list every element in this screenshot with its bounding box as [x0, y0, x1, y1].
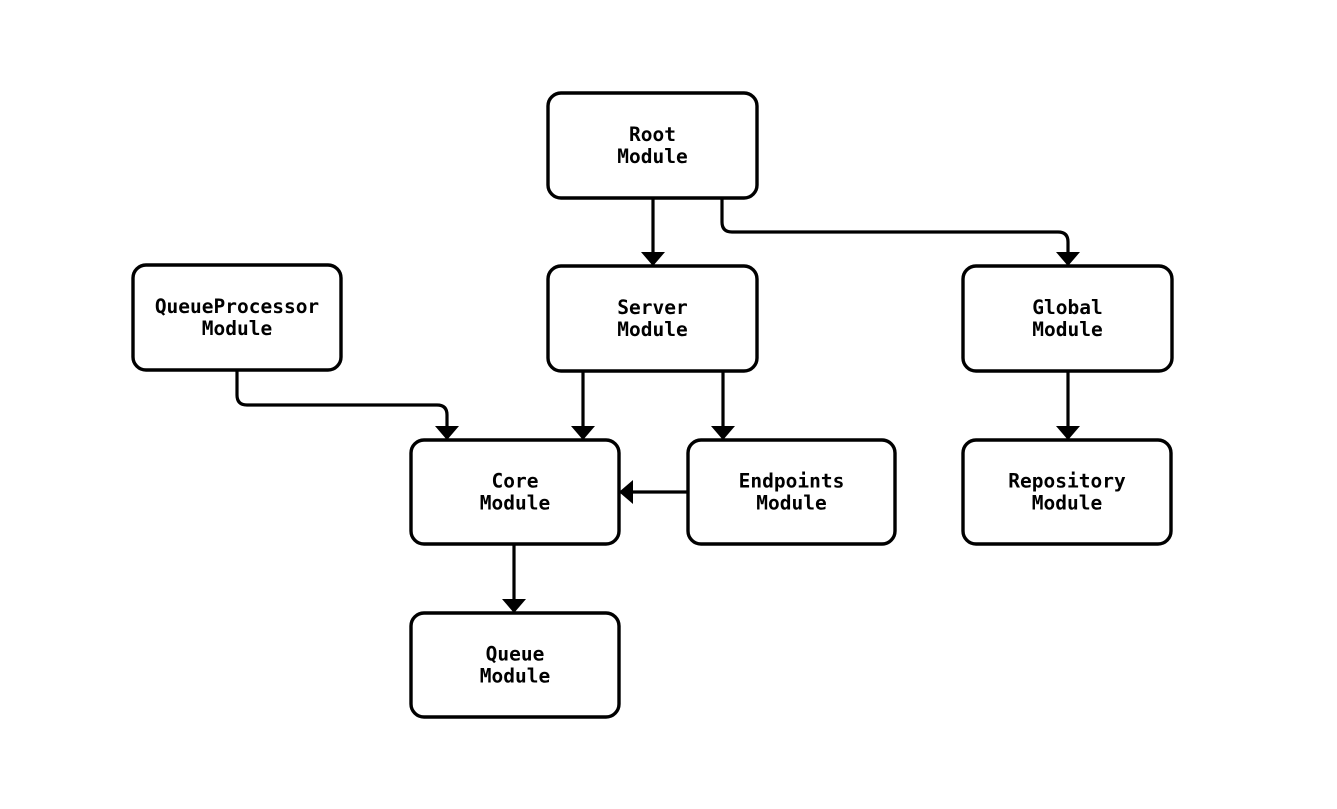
- node-label-line: Module: [202, 317, 272, 340]
- node-label-line: Endpoints: [739, 470, 845, 493]
- node-label-line: Module: [756, 492, 826, 515]
- node-label-line: Module: [480, 665, 550, 688]
- node-label-line: QueueProcessor: [155, 295, 319, 318]
- node-box: [961, 438, 1173, 546]
- edge-root-module-to-global-module: [720, 198, 1080, 266]
- node-label-line: Server: [617, 296, 687, 319]
- node-label-line: Repository: [1008, 470, 1126, 493]
- node-label-line: Module: [1032, 492, 1102, 515]
- node-label-line: Global: [1032, 296, 1102, 319]
- node-box: [409, 438, 621, 546]
- node-box: [546, 91, 759, 200]
- node-box: [546, 264, 759, 373]
- node-box: [131, 263, 343, 372]
- node-label-line: Root: [629, 123, 676, 146]
- node-label-line: Module: [617, 145, 687, 168]
- node-label-line: Module: [617, 318, 687, 341]
- node-label-line: Core: [492, 470, 539, 493]
- edge-layer: [235, 198, 1080, 613]
- node-label-line: Queue: [486, 643, 545, 666]
- node-box: [686, 438, 897, 546]
- node-label-line: Module: [1032, 318, 1102, 341]
- edge-queueprocessor-module-to-core-module: [235, 370, 459, 440]
- node-label-line: Module: [480, 492, 550, 515]
- node-box: [409, 611, 621, 719]
- node-box: [961, 264, 1174, 373]
